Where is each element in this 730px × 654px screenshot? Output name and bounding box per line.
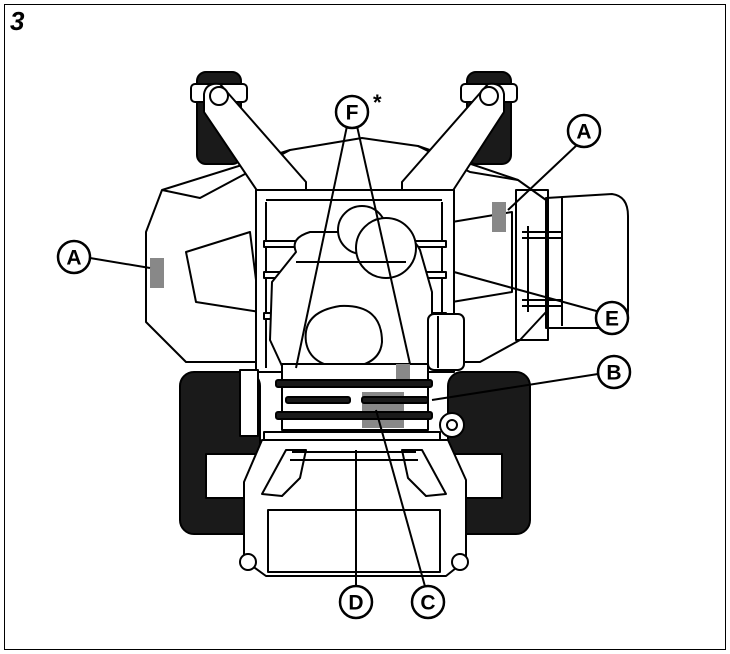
callout-d: D [348, 592, 363, 615]
callout-c: C [420, 592, 435, 615]
warning-decal-right [492, 202, 506, 232]
tie-down-straps [275, 379, 433, 420]
engine [269, 205, 465, 371]
rear-bumper [205, 439, 503, 577]
callout-b: B [606, 362, 621, 385]
rear-frame [239, 363, 465, 443]
callout-f-asterisk: * [373, 90, 382, 115]
callout-a-right: A [576, 121, 591, 144]
figure-number: 3 [10, 6, 25, 36]
callout-f: F [346, 102, 359, 125]
callout-a-left: A [66, 247, 81, 270]
warning-decal-left [150, 258, 164, 288]
callout-e: E [605, 308, 619, 331]
figure-frame [4, 4, 726, 650]
